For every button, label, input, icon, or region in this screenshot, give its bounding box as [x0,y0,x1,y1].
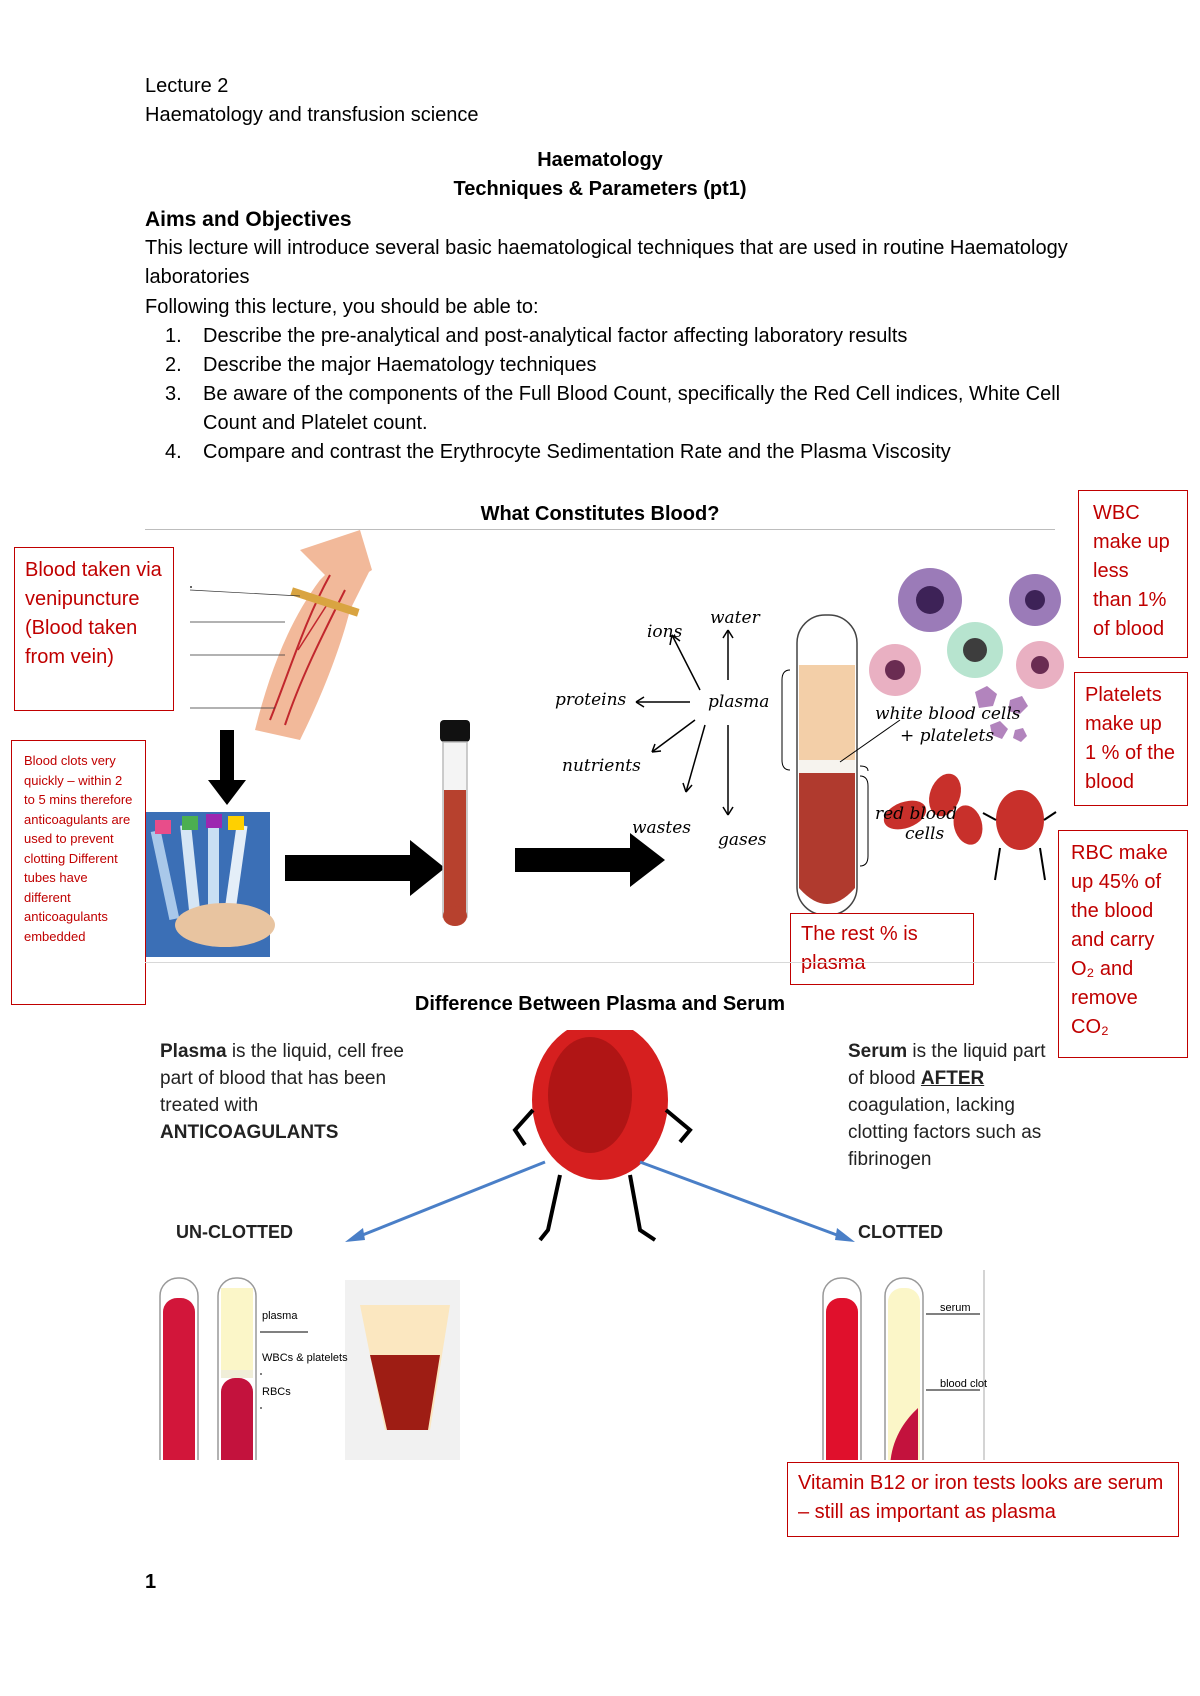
tube-label-plasma: plasma [262,1310,298,1322]
note-clotting: Blood clots very quickly – within 2 to 5… [11,740,146,1005]
label-white-blood-cells: white blood cells [875,704,1021,724]
blood-composition-illustration [145,530,1064,957]
page-title: Haematology [537,149,663,171]
test-tube-illustration [440,720,470,926]
plasma-definition: Plasma is the liquid, cell free part of … [160,1041,404,1143]
note-rbc: RBC make up 45% of the blood and carry O… [1058,830,1188,1058]
tube-label-serum: serum [940,1302,971,1314]
white-blood-cells [869,568,1064,696]
tube-label-wbcs: WBCs & platelets [262,1352,348,1364]
note-vitamin-b12: Vitamin B12 or iron tests looks are seru… [787,1462,1179,1537]
label-platelets: + platelets [900,726,995,746]
arm-illustration [189,530,372,740]
label-cells: cells [905,824,945,844]
lecture-number: Lecture 2 [145,75,229,97]
figure1-heading: What Constitutes Blood? [480,503,720,525]
label-water: water [710,608,760,628]
label-wastes: wastes [632,818,692,838]
label-ions: ions [647,622,683,642]
figure2-heading: Difference Between Plasma and Serum [414,993,786,1015]
plasma-components-arrows [635,629,734,816]
unclotted-tubes [159,1277,308,1460]
red-blood-cells [883,773,1057,881]
list-item: 3.Be aware of the components of the Full… [165,383,1061,434]
rbc-character [512,1030,693,1242]
list-item: 4.Compare and contrast the Erythrocyte S… [165,441,951,463]
objectives-list: 1.Describe the pre-analytical and post-a… [165,322,1095,467]
unclotted-label: UN-CLOTTED [176,1222,293,1242]
note-platelets: Platelets make up 1 % of the blood [1074,672,1188,806]
tube-label-blood-clot: blood clot [940,1378,988,1390]
label-proteins: proteins [555,690,627,710]
note-venipuncture: Blood taken via venipuncture (Blood take… [14,547,174,711]
list-item: 1.Describe the pre-analytical and post-a… [165,325,908,347]
down-arrow-icon [208,730,246,805]
page-number: 1 [145,1571,157,1593]
right-arrow-icon [285,840,445,896]
list-item: 2.Describe the major Haematology techniq… [165,354,597,376]
note-wbc: WBC make up less than 1% of blood [1078,490,1188,658]
page-subtitle: Techniques & Parameters (pt1) [453,178,747,200]
arrow-left-icon [345,1228,365,1242]
figure1-rule [145,529,1055,530]
serum-definition: Serum is the liquid part of blood AFTER … [848,1041,1046,1170]
plasma-serum-illustration [159,1030,985,1460]
label-nutrients: nutrients [562,756,641,776]
clotted-tubes [822,1270,985,1460]
label-red-blood: red blood [875,804,958,824]
aims-heading: Aims and Objectives [145,208,352,231]
aims-lead: Following this lecture, you should be ab… [145,296,539,318]
tube-label-rbcs: RBCs [262,1386,291,1398]
centrifuged-tube-photo [345,1280,460,1460]
note-rest-plasma: The rest % is plasma [790,913,974,985]
right-arrow-icon [515,833,665,887]
aims-intro: This lecture will introduce several basi… [145,237,1068,288]
label-gases: gases [718,830,767,850]
platelets [975,686,1028,742]
figure1-bottom-rule [145,962,1055,963]
split-arrows [354,1160,846,1240]
label-plasma: plasma [708,692,770,712]
separated-blood-tube [781,614,901,916]
course-name: Haematology and transfusion science [145,104,479,126]
arrow-right-icon [835,1228,855,1242]
clotted-label: CLOTTED [858,1222,943,1242]
vacutainer-photo [145,812,275,957]
